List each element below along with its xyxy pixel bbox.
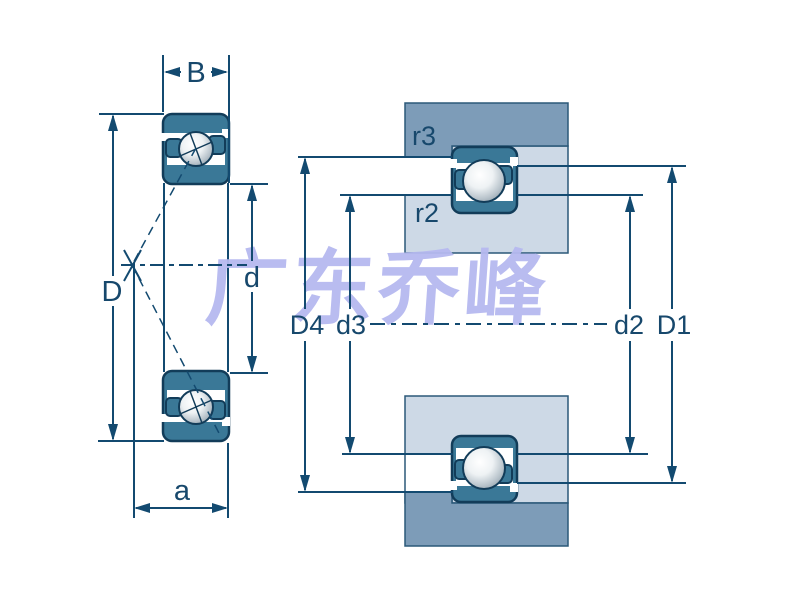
dim-label-d3: d3	[336, 310, 366, 340]
arrowhead-up	[247, 184, 257, 201]
arrowhead-down	[108, 424, 118, 441]
dim-label-D: D	[102, 276, 123, 308]
dim-label-d: d	[244, 262, 260, 294]
arrowhead-down	[667, 466, 677, 483]
arrowhead-up	[667, 166, 677, 183]
arrowhead-up	[108, 114, 118, 131]
mounting-dimensions	[298, 156, 686, 493]
mounting-bearing-lower	[450, 434, 519, 504]
dim-label-B: B	[186, 57, 205, 89]
ball-icon	[462, 446, 506, 490]
arrowhead-up	[625, 195, 635, 212]
arrowhead-right	[212, 67, 228, 77]
dim-label-D4: D4	[290, 310, 325, 340]
ring-notch-right	[510, 157, 518, 166]
ball-icon	[462, 159, 506, 203]
ring-notch-left	[161, 414, 169, 422]
cross-section-dimensions	[98, 55, 268, 518]
dim-label-a: a	[174, 475, 191, 507]
ring-notch-left	[161, 133, 169, 141]
arrowhead-right	[212, 503, 228, 513]
arrowhead-down	[345, 437, 355, 454]
arrowhead-up	[300, 157, 310, 174]
dim-label-d2: d2	[614, 310, 644, 340]
dim-label-r3: r3	[412, 121, 436, 151]
ball-center-mark	[189, 390, 203, 424]
arrowhead-down	[625, 437, 635, 454]
contact-line-upper	[131, 147, 197, 266]
arrowhead-left	[164, 67, 180, 77]
arrowhead-left	[134, 503, 150, 513]
watermark-text: 广东乔峰	[203, 244, 553, 335]
ring-notch-right	[222, 129, 230, 138]
arrowhead-down	[300, 475, 310, 492]
ring-notch-left	[450, 481, 457, 490]
pressure-center-mark	[123, 249, 142, 282]
arrowhead-up	[345, 195, 355, 212]
arrowhead-down	[247, 356, 257, 373]
mounting-bearing-upper	[450, 145, 519, 215]
cross-section-bearing-bottom	[161, 369, 231, 443]
ring-notch-right	[510, 483, 518, 492]
dim-label-D1: D1	[657, 310, 692, 340]
dim-label-r2: r2	[415, 198, 439, 228]
ring-notch-left	[450, 159, 457, 168]
contact-line-lower	[131, 264, 222, 438]
ring-notch-right	[222, 417, 230, 426]
